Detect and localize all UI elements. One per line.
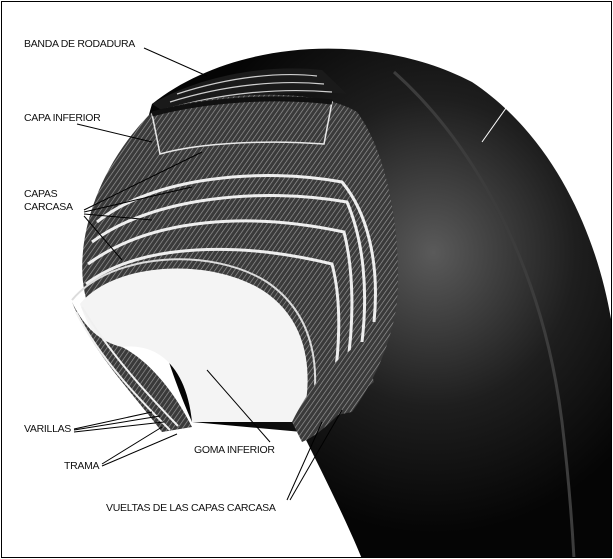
label-capas-line1: CAPAS bbox=[24, 188, 57, 200]
label-varillas: VARILLAS bbox=[24, 423, 71, 435]
label-flanco: FLANCO bbox=[540, 46, 581, 58]
label-banda-de-rodadura: BANDA DE RODADURA bbox=[24, 38, 135, 50]
label-capas-line2: CARCASA bbox=[24, 201, 73, 213]
label-vueltas-capas-carcasa: VUELTAS DE LAS CAPAS CARCASA bbox=[106, 502, 276, 514]
label-goma-inferior: GOMA INFERIOR bbox=[194, 444, 275, 456]
label-capa-inferior: CAPA INFERIOR bbox=[24, 112, 100, 124]
label-trama: TRAMA bbox=[64, 460, 99, 472]
